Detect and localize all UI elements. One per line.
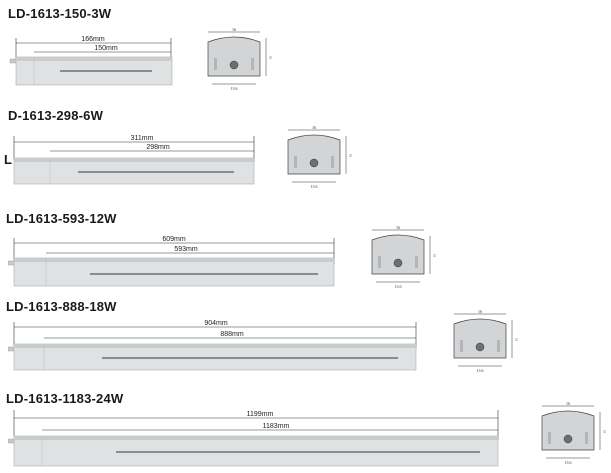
product-2-side-mark: L (4, 152, 13, 167)
product-2-bar-drawing: 311mm 298mm (8, 132, 260, 188)
product-3-bar-drawing: 609mm 593mm (8, 234, 340, 290)
product-5-profile-height: 13 (603, 429, 606, 434)
product-3-title: LD-1613-593-12W (6, 211, 117, 226)
product-1-profile-width: 16 (232, 28, 236, 32)
product-3-profile-inner-width: 13.6 (395, 284, 402, 289)
product-4-profile-drawing: 16 13 13.6 (446, 309, 519, 381)
product-2-profile-drawing: 16 13 13.6 (280, 125, 353, 197)
product-2-profile-width: 16 (312, 126, 316, 130)
product-3-profile-drawing: 16 13 13.6 (364, 225, 437, 297)
product-4-bar-drawing: 904mm 888mm (8, 318, 422, 374)
product-4-profile-inner-width: 13.6 (477, 368, 484, 373)
product-3-overall-length: 609mm (162, 236, 186, 243)
product-5-overall-length: 1199mm (247, 411, 274, 418)
product-5-inner-length: 1183mm (263, 423, 290, 430)
product-1-bar-drawing: 166mm 150mm (8, 34, 180, 88)
product-1-overall-length: 166mm (81, 36, 105, 43)
product-2-overall-length: 311mm (131, 135, 154, 142)
product-2-inner-length: 298mm (146, 144, 170, 151)
product-5-title: LD-1613-1183-24W (6, 391, 124, 406)
product-3-inner-length: 593mm (174, 246, 198, 253)
product-1-profile-height: 13 (269, 55, 272, 60)
product-2-profile-height: 13 (349, 153, 352, 158)
product-2-profile-inner-width: 13.6 (311, 184, 318, 189)
product-4-overall-length: 904mm (204, 320, 228, 327)
product-1-profile-drawing: 16 13 13.6 (200, 27, 273, 99)
product-2-title: D-1613-298-6W (8, 108, 104, 123)
product-3-profile-height: 13 (433, 253, 436, 258)
product-4-title: LD-1613-888-18W (6, 299, 117, 314)
product-4-profile-width: 16 (478, 310, 482, 314)
product-4-inner-length: 888mm (220, 331, 244, 338)
product-1-profile-inner-width: 13.6 (231, 86, 238, 91)
product-5-profile-width: 16 (566, 402, 570, 406)
product-5-profile-drawing: 16 13 13.6 (534, 401, 607, 473)
product-5-bar-drawing: 1199mm 1183mm (8, 406, 504, 468)
product-1-inner-length: 150mm (94, 45, 118, 52)
product-1-title: LD-1613-150-3W (8, 6, 112, 21)
product-5-profile-inner-width: 13.6 (565, 460, 572, 465)
product-4-profile-height: 13 (515, 337, 518, 342)
product-3-profile-width: 16 (396, 226, 400, 230)
